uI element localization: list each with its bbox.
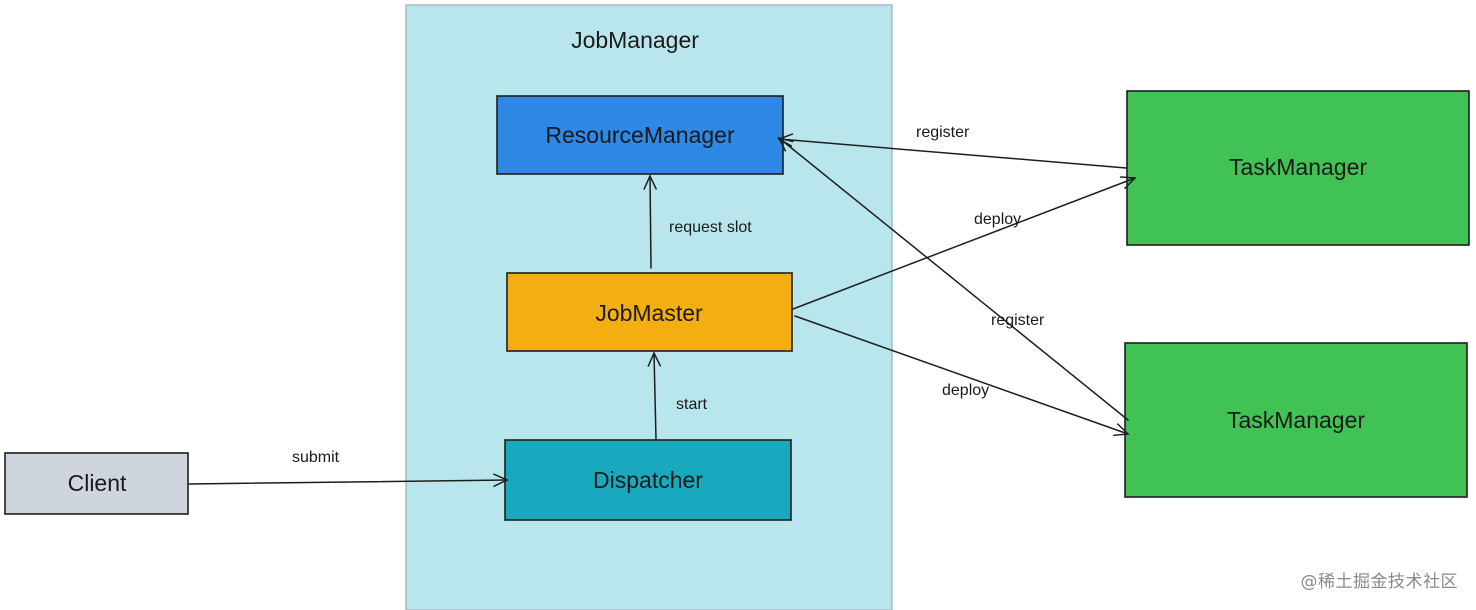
job-master-node: JobMaster bbox=[506, 272, 793, 352]
edge-register-2: register bbox=[777, 136, 1129, 421]
task-manager-box-2 bbox=[1124, 342, 1468, 498]
client-label: Client bbox=[68, 470, 127, 496]
deploy-label-2: deploy bbox=[942, 382, 989, 399]
register-arrow-1 bbox=[777, 133, 1127, 169]
job-master-label: JobMaster bbox=[595, 300, 703, 326]
resource-manager-label: ResourceManager bbox=[545, 122, 735, 148]
edge-submit: submit bbox=[188, 449, 509, 487]
start-arrow bbox=[647, 351, 662, 440]
dispatcher-box bbox=[504, 439, 792, 521]
submit-arrow bbox=[188, 473, 509, 487]
deploy-label-1: deploy bbox=[974, 211, 1021, 228]
register-arrow-2 bbox=[777, 136, 1129, 421]
edge-request-slot: request slot bbox=[643, 174, 752, 269]
task-manager-node-1: TaskManager bbox=[1126, 90, 1470, 246]
dispatcher-node: Dispatcher bbox=[504, 439, 792, 521]
client-box bbox=[4, 452, 189, 515]
client-node: Client bbox=[4, 452, 189, 515]
resource-manager-box bbox=[496, 95, 784, 175]
edge-deploy-1: deploy bbox=[792, 176, 1137, 310]
dispatcher-label: Dispatcher bbox=[593, 467, 703, 493]
task-manager-label-1: TaskManager bbox=[1229, 154, 1367, 180]
watermark-text: @稀土掘金技术社区 bbox=[1300, 572, 1458, 592]
resource-manager-node: ResourceManager bbox=[496, 95, 784, 175]
deploy-arrow-2 bbox=[794, 315, 1130, 437]
jobmanager-title: JobManager bbox=[571, 27, 699, 53]
edge-start: start bbox=[647, 351, 708, 440]
task-manager-node-2: TaskManager bbox=[1124, 342, 1468, 498]
request-slot-arrow bbox=[643, 174, 657, 269]
edge-register-1: register bbox=[777, 124, 1127, 169]
submit-label: submit bbox=[292, 449, 340, 466]
register-label-2: register bbox=[991, 312, 1045, 329]
register-label-1: register bbox=[916, 124, 970, 141]
task-manager-label-2: TaskManager bbox=[1227, 407, 1365, 433]
start-label: start bbox=[676, 396, 708, 413]
edge-deploy-2: deploy bbox=[794, 315, 1130, 437]
job-master-box bbox=[506, 272, 793, 352]
deploy-arrow-1 bbox=[792, 176, 1137, 310]
request-slot-label: request slot bbox=[669, 219, 752, 236]
task-manager-box-1 bbox=[1126, 90, 1470, 246]
